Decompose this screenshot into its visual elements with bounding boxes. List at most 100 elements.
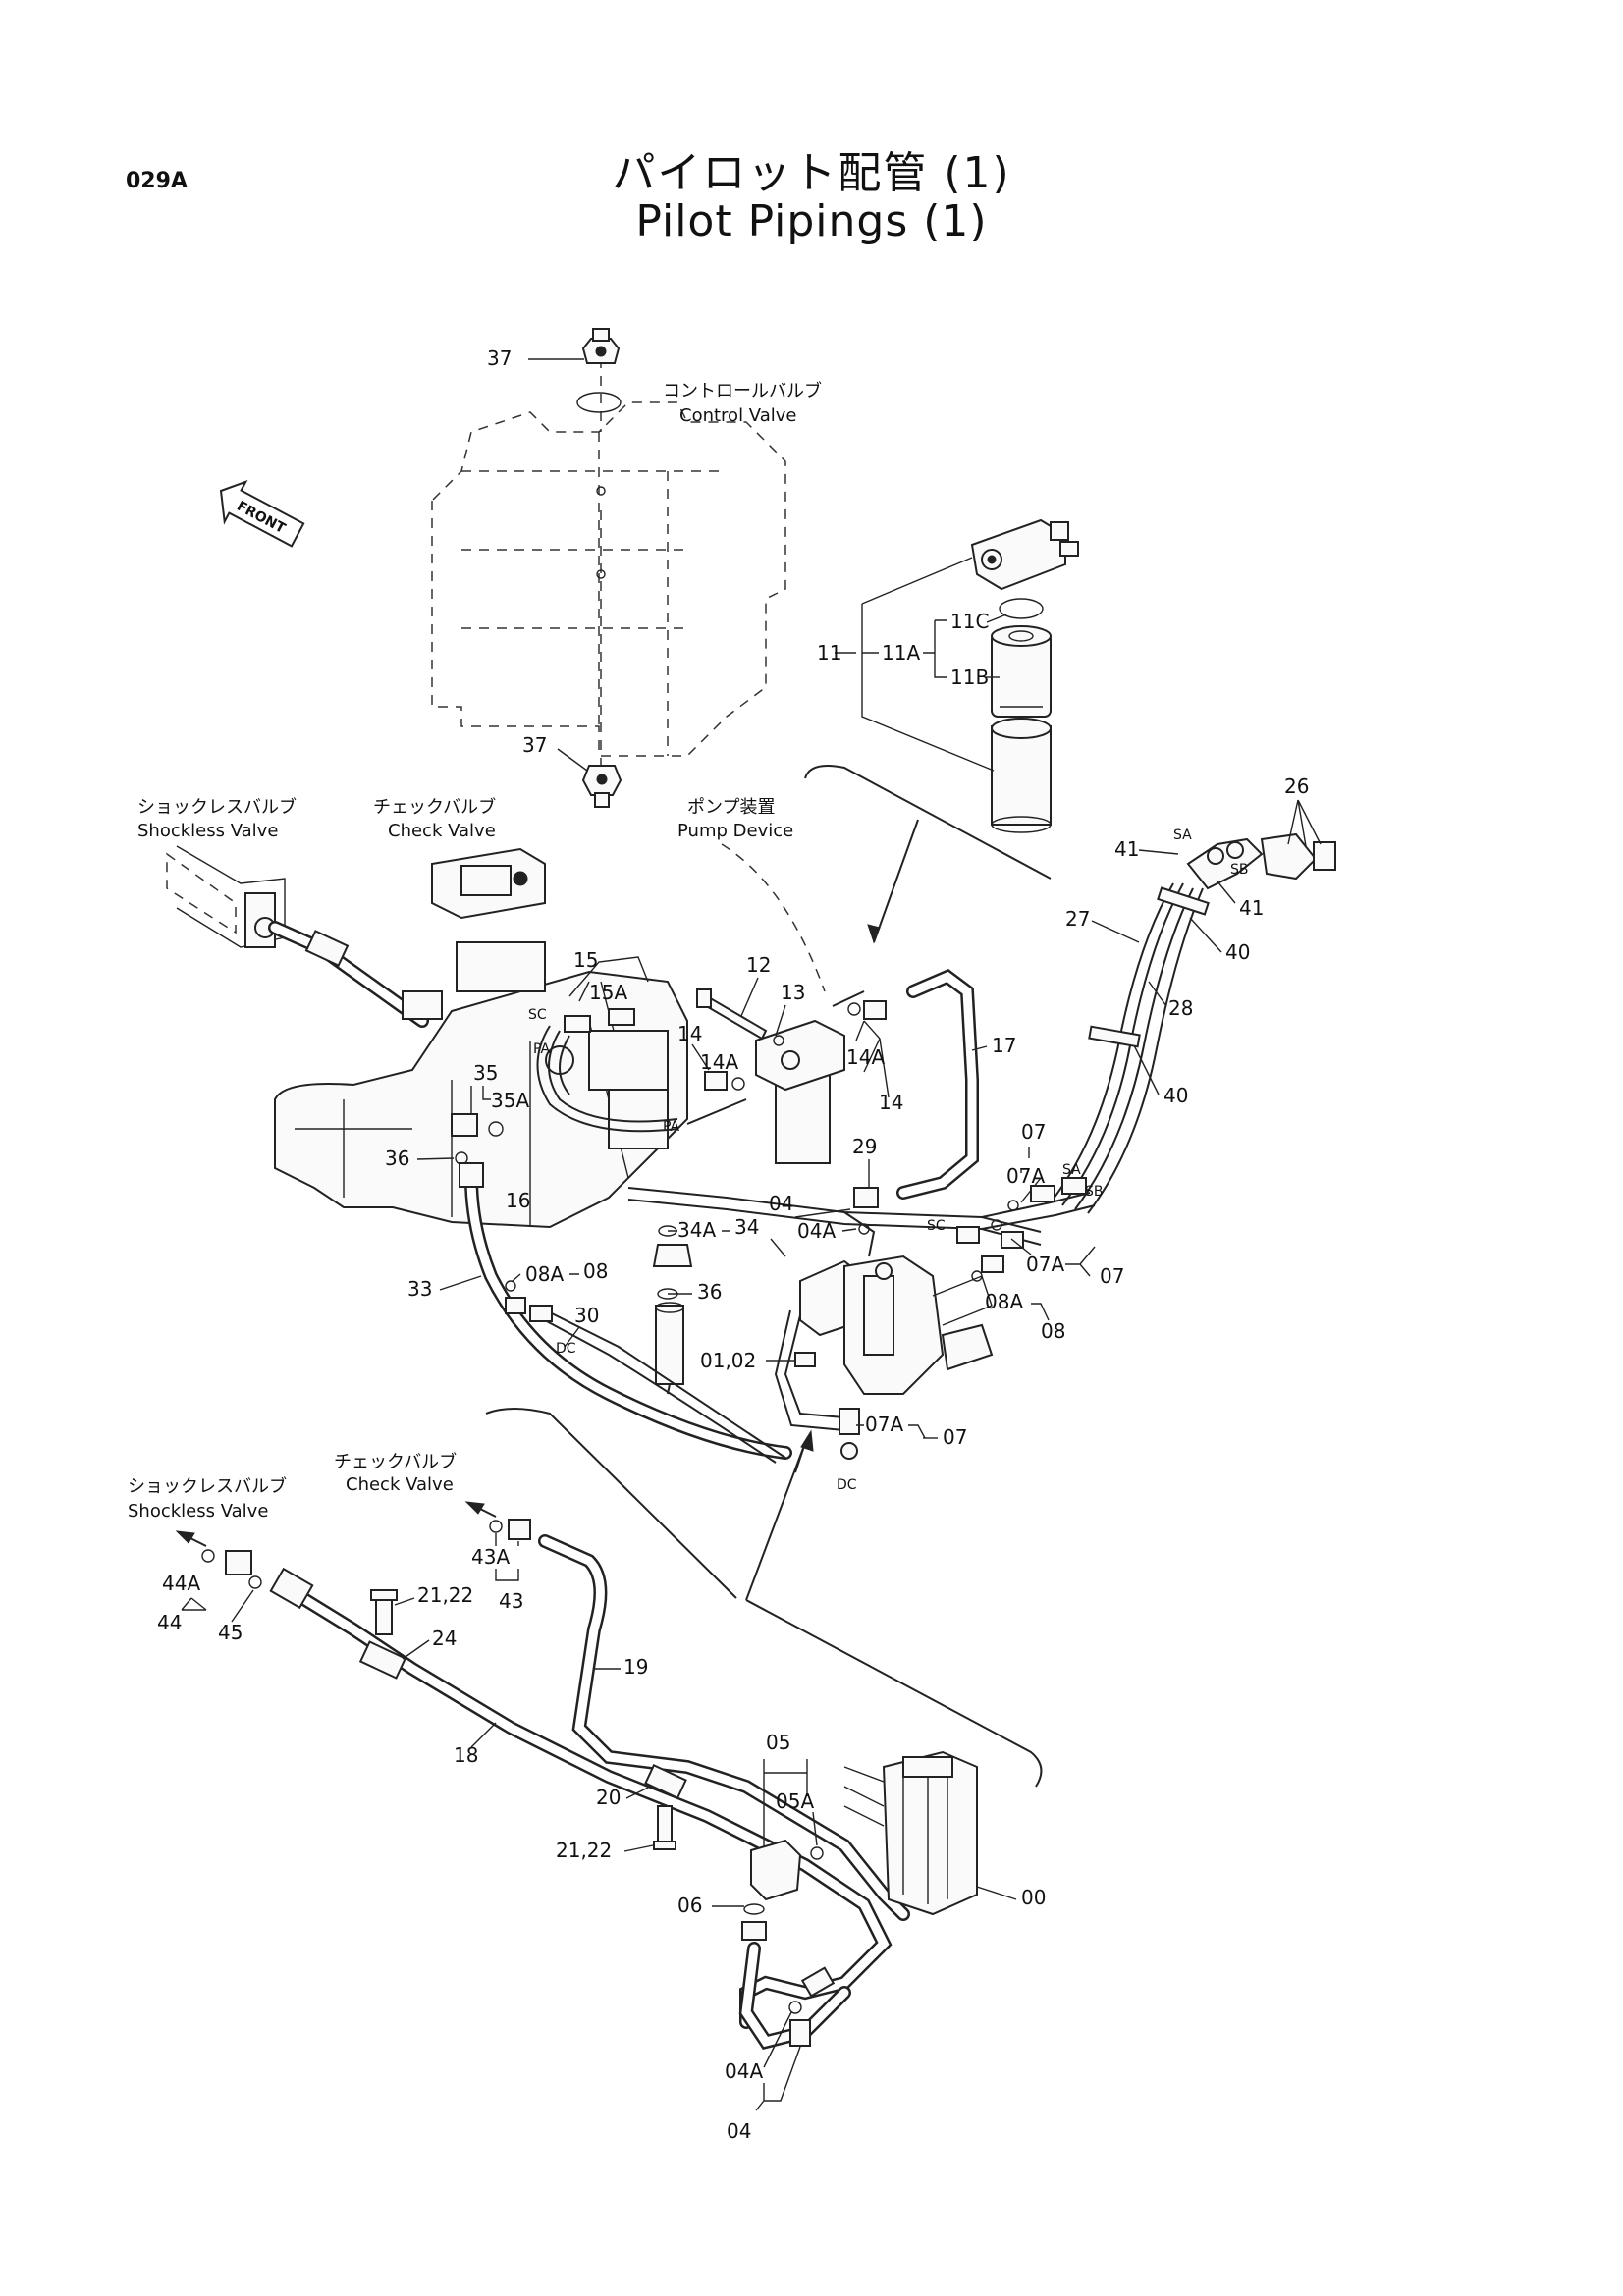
label-20: 20: [596, 1786, 621, 1809]
label-SB-1: SB: [1230, 862, 1249, 878]
label-08A-2: 08A: [525, 1262, 564, 1286]
label-08A-1: 08A: [985, 1290, 1023, 1313]
caption-shockless-valve-jp-2: ショックレスバルブ: [128, 1475, 287, 1497]
label-45: 45: [218, 1621, 243, 1644]
label-26: 26: [1284, 774, 1309, 798]
caption-pump-device-jp: ポンプ装置: [687, 797, 775, 818]
label-07-c: 07: [943, 1425, 967, 1449]
caption-shockless-valve-en-1: Shockless Valve: [137, 821, 278, 841]
label-08-b: 08: [1041, 1319, 1065, 1343]
label-01-02: 01,02: [700, 1349, 756, 1372]
label-SA-1: SA: [1173, 828, 1192, 843]
label-05: 05: [766, 1731, 790, 1754]
label-00: 00: [1021, 1886, 1046, 1909]
label-19: 19: [623, 1655, 648, 1679]
label-11: 11: [817, 641, 841, 665]
caption-control-valve-jp: コントロールバルブ: [663, 380, 822, 401]
label-SA-2: SA: [1062, 1162, 1081, 1178]
label-PA-2: PA: [663, 1119, 680, 1135]
label-SC-1: SC: [528, 1007, 547, 1023]
page-title-jp: パイロット配管 (1): [612, 148, 1011, 198]
page-title-en: Pilot Pipings (1): [635, 196, 988, 246]
label-21-22-a: 21,22: [417, 1583, 473, 1607]
label-41-a: 41: [1114, 837, 1139, 861]
label-11B: 11B: [950, 666, 989, 689]
label-06: 06: [677, 1894, 702, 1917]
front-label: FRONT: [234, 499, 288, 537]
part-37-top-fitting: [581, 328, 621, 364]
label-33: 33: [407, 1277, 432, 1301]
label-40-a: 40: [1225, 940, 1250, 964]
label-17: 17: [992, 1034, 1016, 1057]
label-37-top: 37: [487, 347, 512, 370]
label-43: 43: [499, 1589, 523, 1613]
label-29: 29: [852, 1135, 877, 1158]
label-34A: 34A: [677, 1218, 716, 1242]
label-41-b: 41: [1239, 896, 1264, 920]
label-07A-1: 07A: [1006, 1164, 1045, 1188]
label-13: 13: [781, 981, 805, 1004]
caption-shockless-valve-jp-1: ショックレスバルブ: [137, 796, 297, 818]
label-24: 24: [432, 1627, 457, 1650]
pump-device-drawing: [274, 941, 688, 1229]
caption-check-valve-jp-1: チェックバルブ: [373, 796, 496, 818]
front-arrow: FRONT: [219, 479, 305, 548]
label-18: 18: [454, 1743, 478, 1767]
label-04A-b: 04A: [725, 2059, 763, 2083]
label-37-bottom: 37: [522, 733, 547, 757]
label-30: 30: [574, 1304, 599, 1327]
pilot-valve-01-02: [799, 1255, 994, 1395]
label-35A: 35A: [491, 1089, 529, 1112]
label-11C: 11C: [950, 610, 989, 633]
caption-check-valve-jp-2: チェックバルブ: [334, 1451, 457, 1472]
label-36-a: 36: [385, 1147, 409, 1170]
label-44A: 44A: [162, 1572, 200, 1595]
label-12: 12: [746, 953, 771, 977]
label-04-b: 04: [727, 2119, 751, 2143]
label-08-a: 08: [583, 1259, 608, 1283]
label-DC-2: DC: [837, 1477, 857, 1493]
caption-check-valve-en-1: Check Valve: [388, 821, 496, 841]
part-37-bottom-fitting: [581, 765, 622, 808]
caption-control-valve-en: Control Valve: [679, 405, 796, 426]
label-07-a: 07: [1021, 1120, 1046, 1144]
control-valve-drawing: [431, 358, 786, 766]
label-28: 28: [1168, 996, 1193, 1020]
label-11A: 11A: [882, 641, 920, 665]
hoses-27-28: [1050, 832, 1336, 1214]
caption-shockless-valve-en-2: Shockless Valve: [128, 1501, 268, 1522]
filter-11-assembly: [970, 518, 1079, 833]
label-27: 27: [1065, 907, 1090, 931]
label-14A-1: 14A: [700, 1050, 738, 1074]
label-15: 15: [573, 948, 598, 972]
label-04A: 04A: [797, 1219, 836, 1243]
label-40-b: 40: [1163, 1084, 1188, 1107]
caption-pump-device-en: Pump Device: [677, 821, 793, 841]
label-DC-1: DC: [556, 1341, 576, 1357]
label-36-b: 36: [697, 1280, 722, 1304]
check-valve-drawing: [431, 847, 546, 920]
shockless-valve-drawing: [166, 845, 443, 1028]
label-04: 04: [769, 1192, 793, 1215]
label-34: 34: [734, 1215, 759, 1239]
label-PA-1: PA: [533, 1041, 551, 1057]
pilot-valve-00: [843, 1750, 978, 1916]
label-16: 16: [506, 1189, 530, 1212]
label-44: 44: [157, 1611, 182, 1634]
label-43A: 43A: [471, 1545, 510, 1569]
line-filter: [755, 1019, 845, 1164]
page-code: 029A: [126, 169, 188, 193]
label-07A-3: 07A: [865, 1413, 903, 1436]
caption-check-valve-en-2: Check Valve: [346, 1474, 454, 1495]
label-07-b: 07: [1100, 1264, 1124, 1288]
label-35: 35: [473, 1061, 498, 1085]
label-SB-2: SB: [1085, 1184, 1104, 1200]
label-14-b: 14: [879, 1091, 903, 1114]
label-14A-2: 14A: [846, 1045, 885, 1069]
label-14-a: 14: [677, 1022, 702, 1045]
label-05A: 05A: [776, 1789, 814, 1813]
label-07A-2: 07A: [1026, 1253, 1064, 1276]
label-21-22-b: 21,22: [556, 1839, 612, 1862]
label-15A: 15A: [589, 981, 627, 1004]
